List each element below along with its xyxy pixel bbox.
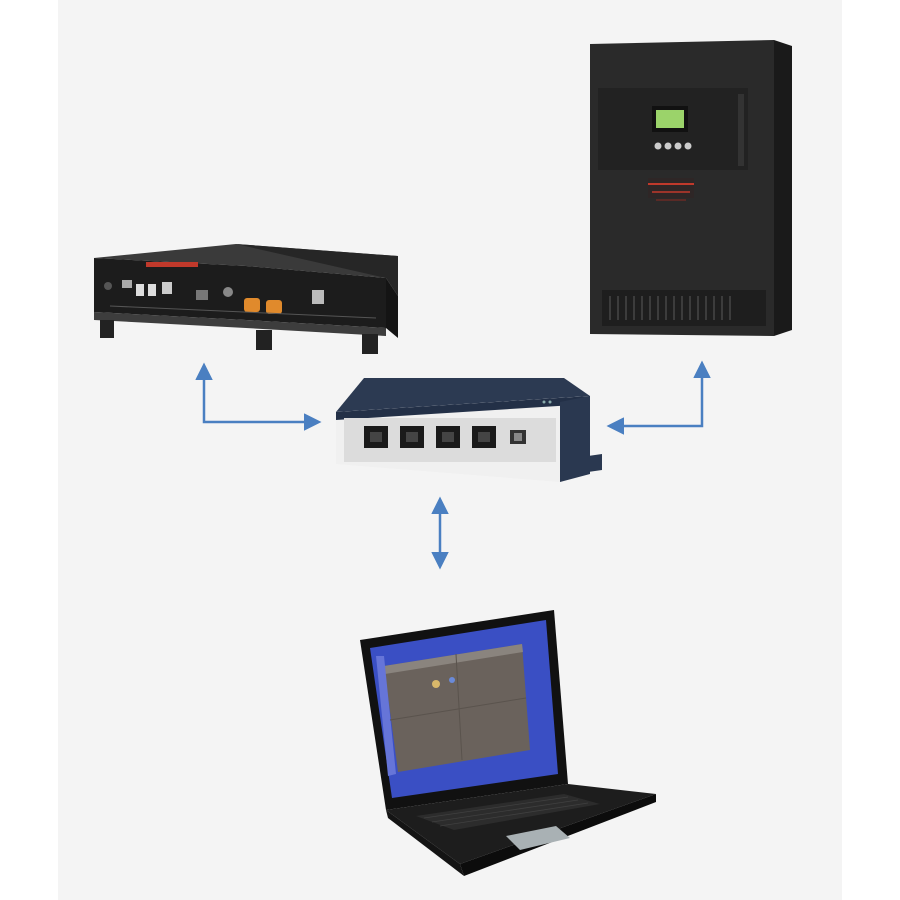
diagram-canvas [58, 0, 842, 900]
arrow-battery-to-hub [195, 362, 322, 431]
network-hub [334, 374, 606, 490]
inverter-unit [588, 38, 794, 342]
laptop-computer [356, 604, 656, 884]
battery-module [86, 236, 402, 360]
arrow-inverter-to-hub [606, 360, 711, 435]
